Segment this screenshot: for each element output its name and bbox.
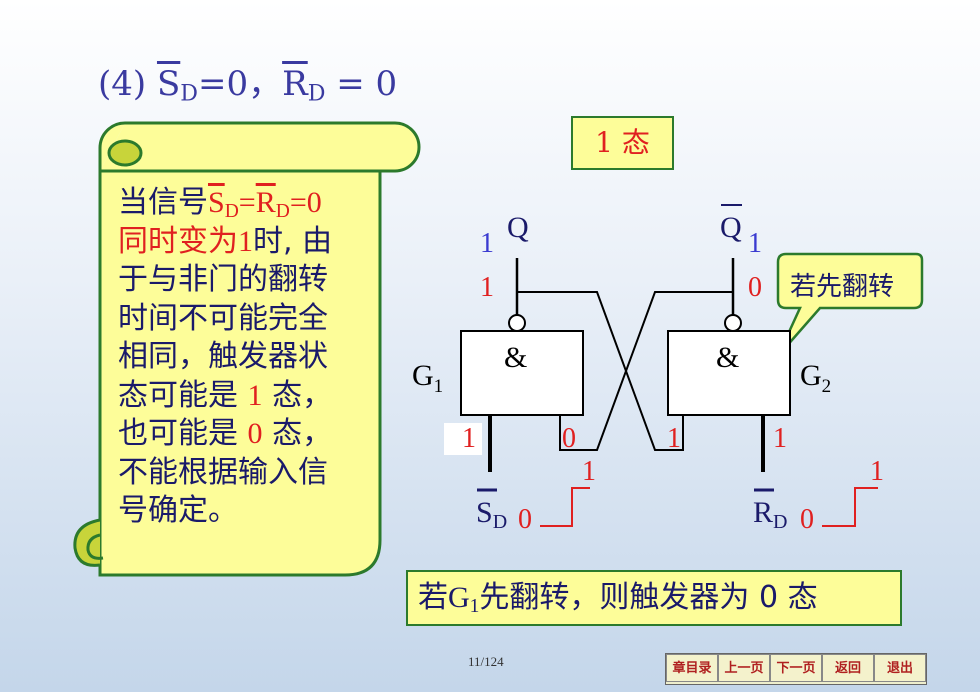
rd-value: 0 bbox=[800, 504, 814, 535]
exit-button[interactable]: 退出 bbox=[874, 654, 926, 682]
flipflop-circuit: Q Q 1 1 1 0 & & G1 G2 1 0 1 1 SD 0 1 RD … bbox=[412, 204, 924, 535]
scroll-l6-c: 态， bbox=[262, 377, 333, 413]
title-r-sub: D bbox=[307, 80, 326, 107]
g1-input-left-value: 1 bbox=[462, 423, 476, 454]
q-value-blue: 1 bbox=[480, 228, 494, 259]
next-page-button[interactable]: 下一页 bbox=[770, 654, 822, 682]
gate-g2 bbox=[667, 330, 791, 416]
title-prefix: (4) bbox=[98, 64, 157, 104]
result-box: 若G1先翻转，则触发器为 0 态 bbox=[406, 570, 902, 626]
result-b: 先翻转，则触发器为 0 态 bbox=[479, 580, 818, 615]
rd-step-value: 1 bbox=[870, 456, 884, 487]
chapter-index-button[interactable]: 章目录 bbox=[666, 654, 718, 682]
label-g1: G1 bbox=[412, 359, 443, 397]
scroll-l1-s: S bbox=[208, 186, 225, 219]
scroll-line-2: 同时变为1时, 由 bbox=[118, 223, 368, 262]
scroll-l6-a: 态可能是 bbox=[118, 377, 248, 413]
callout-text: 若先翻转 bbox=[790, 272, 895, 302]
title-eq0b: = 0 bbox=[325, 64, 398, 104]
callout-bubble bbox=[776, 252, 924, 357]
gate2-symbol: & bbox=[716, 341, 739, 374]
label-q: Q bbox=[507, 211, 529, 244]
prev-page-button[interactable]: 上一页 bbox=[718, 654, 770, 682]
scroll-l1-eq: = bbox=[238, 186, 256, 219]
scroll-line-6: 态可能是 1 态， bbox=[118, 377, 368, 416]
result-a: 若 bbox=[418, 580, 448, 615]
page-number: 11/124 bbox=[468, 654, 504, 669]
gate1-symbol: & bbox=[504, 341, 527, 374]
g2-input-left-value: 1 bbox=[667, 423, 681, 454]
scroll-line-9: 号确定。 bbox=[118, 493, 238, 528]
qbar-value-blue: 1 bbox=[748, 228, 762, 259]
scroll-l1-end: =0 bbox=[289, 186, 322, 219]
q-value-red: 1 bbox=[480, 272, 494, 303]
scroll-l1-d: D bbox=[224, 200, 239, 222]
scroll-line-5: 相同，触发器状 bbox=[118, 339, 328, 374]
state-box: 1 态 bbox=[571, 116, 674, 170]
gate-g1 bbox=[460, 330, 584, 416]
title-eq0: =0， bbox=[197, 64, 283, 104]
scroll-l7-a: 也可能是 bbox=[118, 416, 248, 451]
scroll-l7-b: 0 bbox=[247, 417, 263, 450]
scroll-l1-r: R bbox=[255, 186, 276, 219]
title-s: S bbox=[156, 64, 181, 104]
scroll-line-3: 于与非门的翻转 bbox=[118, 262, 328, 297]
label-rd: RD bbox=[753, 496, 787, 533]
result-sub: 1 bbox=[469, 595, 480, 617]
sd-step-value: 1 bbox=[582, 456, 596, 487]
scroll-text: 当信号SD=RD=0 同时变为1时, 由 于与非门的翻转 时间不可能完全 相同，… bbox=[118, 184, 368, 531]
g2-input-right-value: 1 bbox=[773, 423, 787, 454]
slide-title: (4) SD=0，RD = 0 bbox=[98, 56, 397, 107]
scroll-l1-a: 当信号 bbox=[118, 185, 208, 220]
scroll-l2-a: 同时变为 bbox=[118, 223, 238, 259]
sd-value: 0 bbox=[518, 504, 532, 535]
g1-inverter-bubble bbox=[508, 314, 526, 332]
back-button[interactable]: 返回 bbox=[822, 654, 874, 682]
scroll-line-4: 时间不可能完全 bbox=[118, 300, 328, 336]
scroll-l7-c: 态， bbox=[262, 416, 333, 451]
title-r: R bbox=[282, 64, 308, 104]
label-qbar: Q bbox=[720, 211, 742, 244]
result-g: G bbox=[448, 581, 470, 614]
scroll-line-1: 当信号SD=RD=0 bbox=[118, 184, 368, 223]
g1-input-right-value: 0 bbox=[562, 423, 576, 454]
scroll-line-7: 也可能是 0 态， bbox=[118, 415, 368, 454]
scroll-line-8: 不能根据输入信 bbox=[118, 454, 328, 490]
scroll-l2-c: 时, 由 bbox=[253, 223, 333, 259]
scroll-l1-d2: D bbox=[275, 200, 290, 222]
scroll-l2-b: 1 bbox=[238, 224, 253, 258]
nav-bar: 章目录 上一页 下一页 返回 退出 bbox=[665, 653, 927, 685]
label-g2: G2 bbox=[800, 359, 831, 397]
label-sd: SD bbox=[476, 496, 507, 533]
scroll-l6-b: 1 bbox=[247, 378, 263, 412]
scroll-graphic bbox=[73, 121, 421, 577]
qbar-value-red: 0 bbox=[748, 272, 762, 303]
title-s-sub: D bbox=[180, 80, 198, 107]
g2-inverter-bubble bbox=[724, 314, 742, 332]
